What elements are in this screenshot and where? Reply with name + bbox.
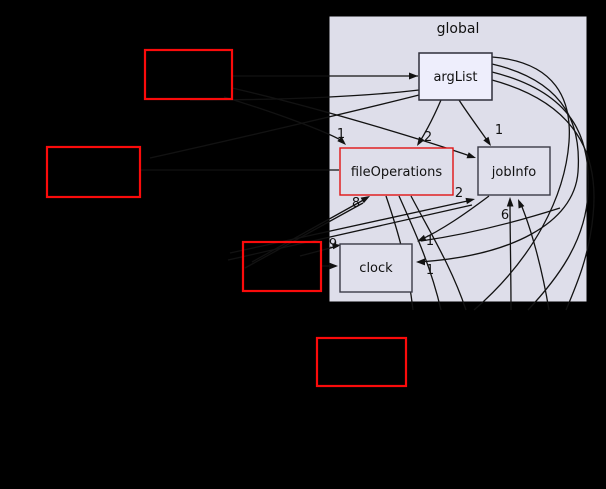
edge-into-jobInfo-bottom-b — [519, 201, 550, 311]
node-fileOperations[interactable] — [339, 147, 454, 196]
edge-into-jobInfo-bottom-a — [509, 199, 512, 311]
edge-jobInfo-clock — [419, 195, 490, 241]
external-node-center[interactable] — [241, 240, 323, 293]
edge-external-jobInfo-top — [231, 87, 474, 158]
arrowhead — [416, 258, 425, 266]
edge-label-into-clock-right: 1 — [426, 263, 434, 278]
edge-group — [140, 56, 595, 311]
node-argList[interactable] — [418, 52, 493, 101]
edge-labels: 1 2 1 2 8 9 6 1 1 — [329, 123, 509, 278]
cluster-global-label: global — [437, 21, 480, 37]
node-argList-label: argList — [433, 70, 477, 85]
edge-label-argList-jobInfo: 1 — [495, 123, 503, 138]
edge-label-argList-fileOperations: 2 — [424, 130, 432, 145]
arrowhead — [417, 234, 427, 242]
node-jobInfo-label: jobInfo — [491, 165, 536, 180]
external-node-bottom[interactable] — [315, 336, 408, 388]
edge-into-fileOperations-bottom-a — [251, 197, 368, 263]
external-node-middle-left[interactable] — [45, 145, 142, 199]
edge-into-jobInfo-left-b — [227, 204, 473, 261]
edge-arc-clock-right — [418, 63, 580, 263]
edge-label-into-jobInfo-bottom: 6 — [501, 208, 509, 223]
arrowhead — [337, 136, 346, 145]
edge-into-jobInfo-left-a — [229, 199, 473, 254]
arrowhead — [409, 72, 418, 80]
edge-external-fileOperations-top — [223, 96, 345, 143]
edge-label-into-fileOperations-top: 1 — [337, 127, 345, 142]
node-clock-label: clock — [359, 261, 393, 276]
node-clock[interactable] — [339, 243, 413, 293]
arrowhead — [483, 136, 491, 146]
edge-arc-d — [473, 56, 570, 311]
arrowhead — [518, 199, 525, 209]
node-jobInfo[interactable] — [477, 146, 551, 196]
edge-into-fileOperations-bottom-b — [244, 202, 364, 269]
edge-label-into-fileOperations-bottom: 8 — [352, 196, 360, 211]
edge-fileOperations-bottom-b — [398, 195, 442, 311]
edge-right-clock-top — [420, 207, 561, 242]
arrowhead — [466, 152, 476, 159]
edge-into-clock-topleft — [299, 245, 339, 257]
external-node-top-left[interactable] — [143, 48, 234, 101]
arrowhead — [332, 243, 341, 250]
arrowhead — [465, 197, 475, 205]
node-fileOperations-label: fileOperations — [351, 165, 442, 180]
edge-arc-c — [491, 79, 595, 311]
edge-label-into-jobInfo-left: 2 — [455, 186, 463, 201]
arrowhead — [360, 196, 370, 204]
edge-label-into-clock-topleft: 9 — [329, 237, 337, 252]
edge-label-into-clock-top: 1 — [426, 234, 434, 249]
arrowhead — [506, 197, 514, 207]
arrowhead — [329, 262, 338, 270]
edge-arc-b — [491, 71, 589, 311]
edge-fileOperations-bottom-c — [410, 195, 467, 311]
edge-argList-external1 — [149, 94, 420, 159]
